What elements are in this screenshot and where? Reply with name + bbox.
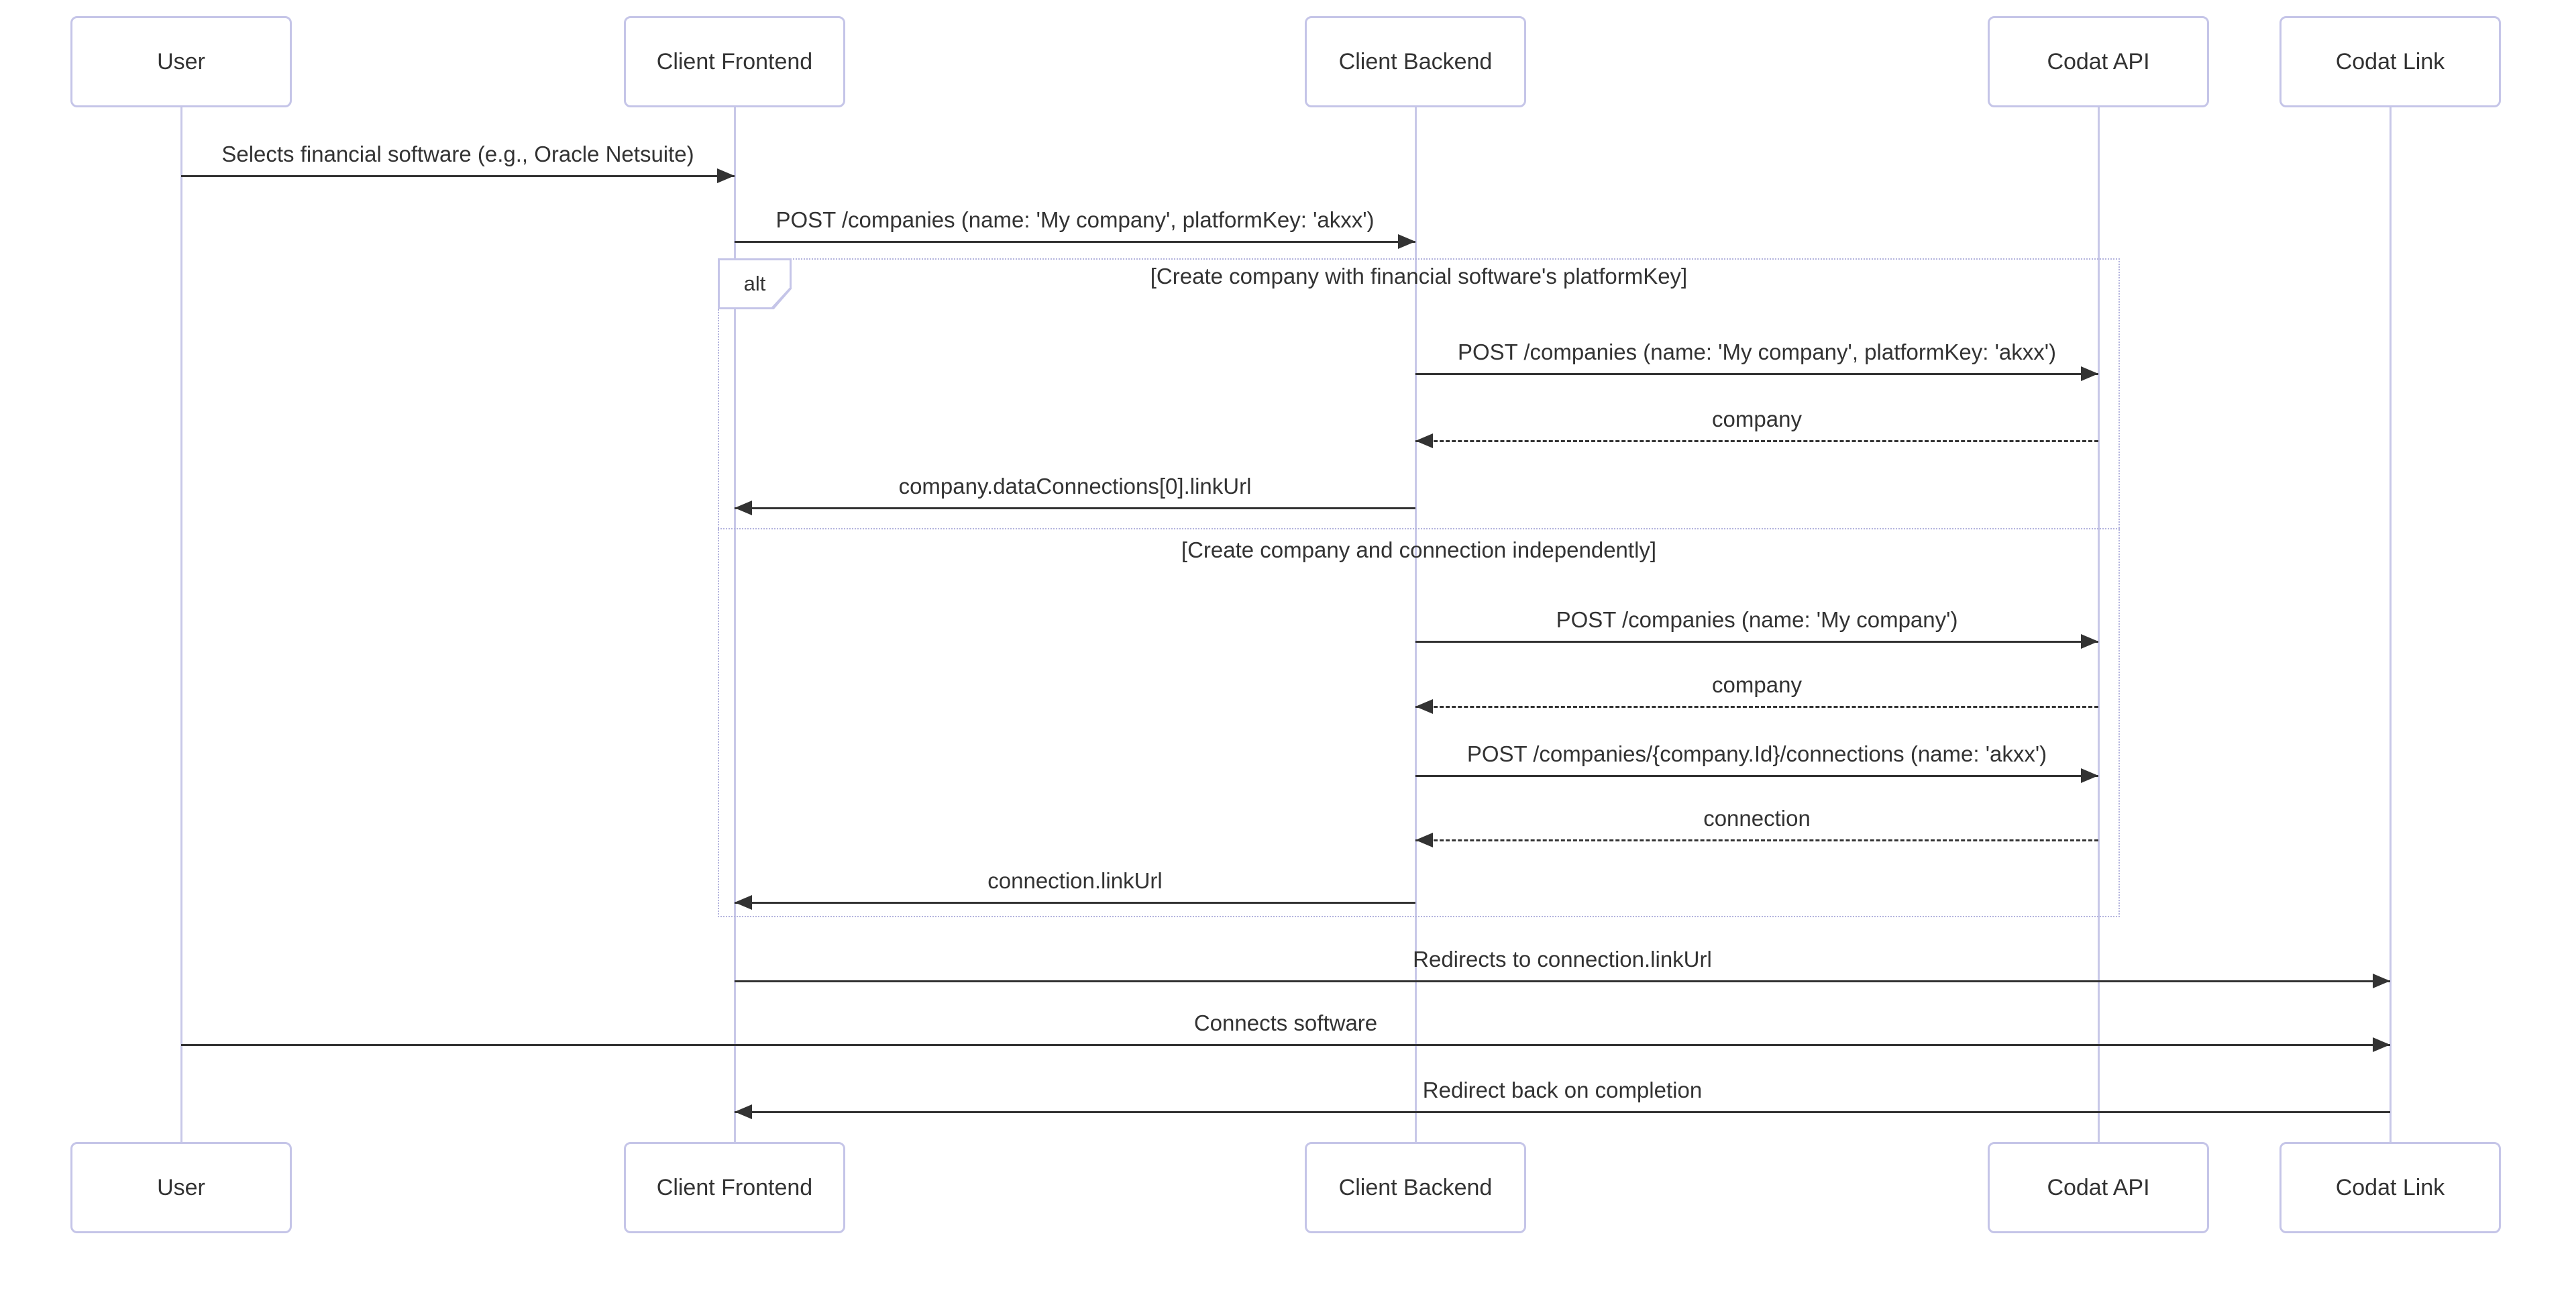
message-label: Redirects to connection.linkUrl bbox=[1413, 947, 1712, 972]
message-arrow-line bbox=[1415, 705, 2098, 708]
actor-label: Codat API bbox=[2047, 48, 2150, 74]
message-arrowhead bbox=[2373, 1037, 2390, 1052]
lifeline-client-frontend bbox=[733, 107, 736, 1142]
actor-bottom-user: User bbox=[70, 1142, 292, 1233]
actor-label: Codat Link bbox=[2335, 48, 2445, 74]
actor-top-codat-api: Codat API bbox=[1988, 16, 2209, 107]
actor-bottom-codat-api: Codat API bbox=[1988, 1142, 2209, 1233]
message-label: company bbox=[1712, 672, 1802, 697]
alt-frame-label-text: alt bbox=[743, 272, 766, 295]
message-arrow-line bbox=[1415, 372, 2098, 375]
message-label: POST /companies (name: 'My company', pla… bbox=[1457, 340, 2057, 364]
message-arrow-line bbox=[1415, 439, 2098, 442]
alt-condition-label: [Create company with financial software'… bbox=[1150, 264, 1688, 289]
message-label: Selects financial software (e.g., Oracle… bbox=[221, 142, 694, 166]
message-arrow-line bbox=[181, 174, 735, 177]
message-label: connection.linkUrl bbox=[987, 868, 1163, 893]
message-arrowhead bbox=[2081, 366, 2098, 381]
lifeline-codat-api bbox=[2097, 107, 2100, 1142]
message-label: connection bbox=[1703, 806, 1811, 831]
actor-label: Client Backend bbox=[1338, 48, 1493, 74]
actor-top-client-frontend: Client Frontend bbox=[624, 16, 845, 107]
actor-top-user: User bbox=[70, 16, 292, 107]
alt-condition-label: [Create company and connection independe… bbox=[1181, 537, 1657, 562]
actor-label: Codat API bbox=[2047, 1174, 2150, 1200]
message-arrowhead bbox=[2373, 974, 2390, 988]
alt-frame-label-box: alt bbox=[720, 260, 790, 307]
message-arrowhead bbox=[1398, 234, 1415, 249]
actor-label: User bbox=[157, 1174, 205, 1200]
alt-section-divider bbox=[718, 528, 2120, 529]
message-arrow-line bbox=[181, 1043, 2390, 1046]
actor-label: Client Frontend bbox=[656, 48, 813, 74]
actor-label: Client Frontend bbox=[656, 1174, 813, 1200]
message-arrowhead bbox=[717, 168, 735, 183]
message-arrowhead bbox=[1415, 699, 1433, 714]
message-label: POST /companies (name: 'My company', pla… bbox=[775, 207, 1375, 232]
message-arrow-line bbox=[735, 901, 1415, 904]
message-arrow-line bbox=[735, 240, 1415, 243]
message-arrow-line bbox=[735, 980, 2390, 982]
actor-top-codat-link: Codat Link bbox=[2279, 16, 2501, 107]
alt-frame-label: alt bbox=[718, 258, 792, 309]
message-arrow-line bbox=[1415, 774, 2098, 777]
message-arrowhead bbox=[1415, 433, 1433, 448]
actor-bottom-client-backend: Client Backend bbox=[1305, 1142, 1526, 1233]
message-arrow-line bbox=[735, 1110, 2390, 1113]
lifeline-client-backend bbox=[1414, 107, 1417, 1142]
message-label: POST /companies (name: 'My company') bbox=[1556, 607, 1958, 632]
message-arrow-line bbox=[1415, 839, 2098, 841]
message-label: Connects software bbox=[1193, 1010, 1378, 1035]
message-arrow-line bbox=[1415, 640, 2098, 643]
message-arrowhead bbox=[735, 895, 752, 910]
message-arrow-line bbox=[735, 507, 1415, 509]
lifeline-codat-link bbox=[2389, 107, 2392, 1142]
message-arrowhead bbox=[1415, 833, 1433, 847]
message-label: Redirect back on completion bbox=[1422, 1078, 1703, 1102]
lifeline-user bbox=[180, 107, 182, 1142]
message-arrowhead bbox=[2081, 634, 2098, 649]
message-label: POST /companies/{company.Id}/connections… bbox=[1466, 741, 2047, 766]
actor-label: User bbox=[157, 48, 205, 74]
actor-label: Client Backend bbox=[1338, 1174, 1493, 1200]
actor-bottom-codat-link: Codat Link bbox=[2279, 1142, 2501, 1233]
message-label: company bbox=[1712, 407, 1802, 431]
message-label: company.dataConnections[0].linkUrl bbox=[898, 474, 1252, 499]
alt-frame bbox=[718, 258, 2120, 917]
actor-bottom-client-frontend: Client Frontend bbox=[624, 1142, 845, 1233]
message-arrowhead bbox=[2081, 768, 2098, 783]
actor-label: Codat Link bbox=[2335, 1174, 2445, 1200]
actor-top-client-backend: Client Backend bbox=[1305, 16, 1526, 107]
message-arrowhead bbox=[735, 1104, 752, 1119]
message-arrowhead bbox=[735, 501, 752, 515]
